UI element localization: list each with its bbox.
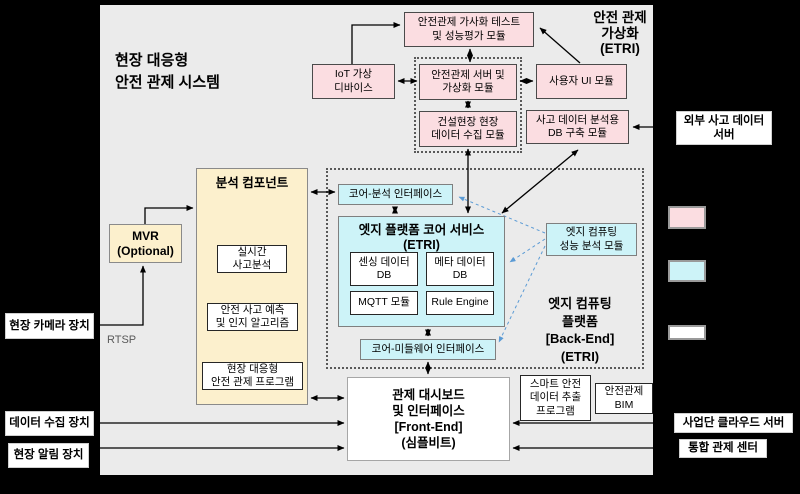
legend-swatch-cyan [668, 260, 706, 282]
node-control-server-module: 안전관제 서버 및 가상화 모듈 [419, 64, 517, 100]
node-site-camera-device: 현장 카메라 장치 [5, 313, 94, 339]
node-edge-perf-analysis-module: 엣지 컴퓨팅 성능 분석 모듈 [546, 223, 637, 256]
node-mvr-optional: MVR (Optional) [109, 224, 182, 263]
edge-platform-group-title: 엣지 컴퓨팅 플랫폼 [Back-End] (ETRI) [545, 296, 615, 364]
node-accident-predict-algorithm: 안전 사고 예측 및 인지 알고리즘 [207, 303, 298, 331]
node-accident-db-module: 사고 데이터 분석용 DB 구축 모듈 [526, 110, 629, 144]
node-smart-data-extract-program: 스마트 안전 데이터 추출 프로그램 [520, 375, 591, 421]
legend-swatch-pink [668, 206, 706, 229]
node-data-collect-device: 데이터 수집 장치 [5, 411, 94, 436]
node-integrated-control-center: 통합 관제 센터 [679, 439, 767, 458]
node-site-data-collect-module: 건설현장 현장 데이터 수집 모듈 [419, 111, 517, 147]
node-realtime-accident-analysis: 실시간 사고분석 [217, 245, 287, 273]
node-external-accident-server: 외부 사고 데이터 서버 [676, 111, 772, 145]
system-title: 현장 대응형 안전 관제 시스템 [115, 52, 220, 91]
node-cloud-server: 사업단 클라우드 서버 [674, 413, 793, 433]
node-safety-bim: 안전관제 BIM [595, 383, 653, 414]
node-user-ui-module: 사용자 UI 모듈 [536, 64, 627, 99]
virtualization-group-title: 안전 관제 가상화 (ETRI) [593, 10, 647, 57]
rtsp-label: RTSP [107, 334, 137, 346]
node-meta-db: 메타 데이터 DB [426, 252, 494, 286]
edge-platform-group-outline [326, 168, 644, 369]
node-control-dashboard: 관제 대시보드 및 인터페이스 [Front-End] (심플비트) [347, 377, 510, 461]
node-site-alarm-device: 현장 알림 장치 [8, 443, 89, 468]
node-iot-virtual-device: IoT 가상 디바이스 [312, 64, 395, 99]
node-sensing-db: 센싱 데이터 DB [350, 252, 418, 286]
node-vis-test-module: 안전관제 가사화 테스트 및 성능평가 모듈 [404, 12, 534, 47]
node-mqtt-module: MQTT 모듈 [350, 291, 418, 315]
node-rule-engine: Rule Engine [426, 291, 494, 315]
node-safety-control-program: 현장 대응형 안전 관제 프로그램 [202, 362, 303, 390]
node-core-analysis-interface: 코어-분석 인터페이스 [338, 184, 453, 205]
legend-swatch-white [668, 325, 706, 340]
node-core-middleware-interface: 코어-미들웨어 인터페이스 [360, 339, 496, 360]
